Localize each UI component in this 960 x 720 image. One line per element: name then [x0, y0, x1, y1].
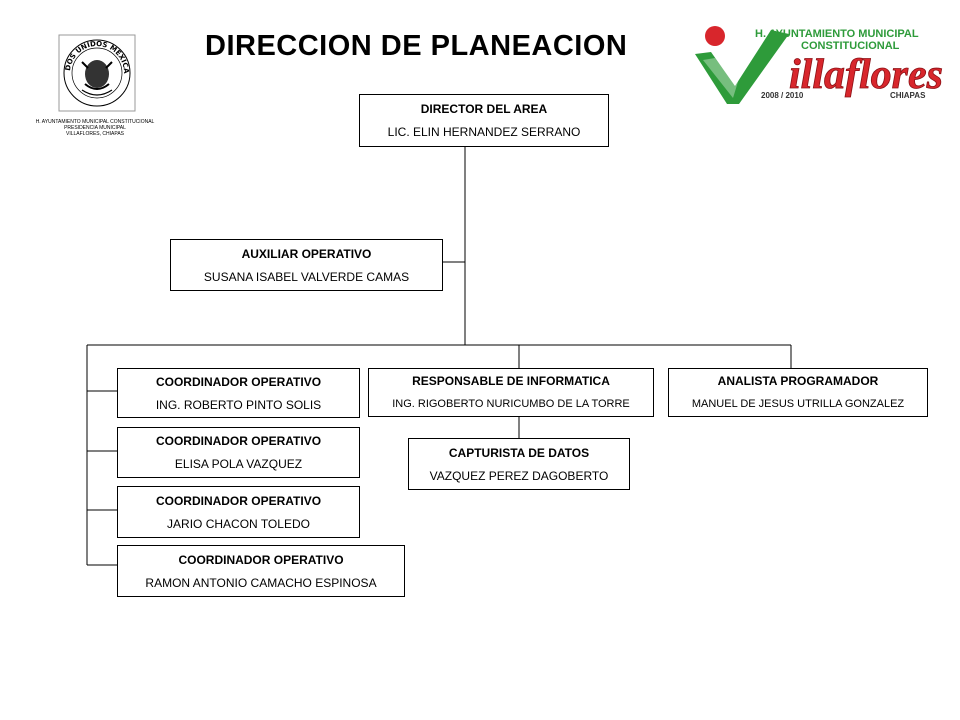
- org-box-informatica: RESPONSABLE DE INFORMATICA ING. RIGOBERT…: [368, 368, 654, 417]
- box-title: COORDINADOR OPERATIVO: [155, 493, 322, 508]
- org-box-coordinator: COORDINADOR OPERATIVO RAMON ANTONIO CAMA…: [117, 545, 405, 597]
- box-title: COORDINADOR OPERATIVO: [155, 374, 322, 389]
- box-title: COORDINADOR OPERATIVO: [155, 434, 322, 448]
- seal-caption-line: H. AYUNTAMIENTO MUNICIPAL CONSTITUCIONAL: [35, 119, 155, 125]
- org-box-director: DIRECTOR DEL AREA LIC. ELIN HERNANDEZ SE…: [359, 94, 609, 147]
- svg-text:CONSTITUCIONAL: CONSTITUCIONAL: [801, 40, 900, 52]
- box-name: ELISA POLA VAZQUEZ: [174, 457, 303, 471]
- org-box-coordinator: COORDINADOR OPERATIVO ING. ROBERTO PINTO…: [117, 368, 360, 418]
- page-title: DIRECCION DE PLANEACION: [205, 30, 628, 62]
- box-title: COORDINADOR OPERATIVO: [178, 552, 344, 567]
- villaflores-municipal-logo: H. AYUNTAMIENTO MUNICIPAL CONSTITUCIONAL…: [695, 26, 943, 104]
- svg-text:H. AYUNTAMIENTO MUNICIPAL: H. AYUNTAMIENTO MUNICIPAL: [755, 28, 919, 40]
- org-box-analista: ANALISTA PROGRAMADOR MANUEL DE JESUS UTR…: [668, 368, 928, 417]
- org-box-auxiliar: AUXILIAR OPERATIVO SUSANA ISABEL VALVERD…: [170, 239, 443, 291]
- box-name: LIC. ELIN HERNANDEZ SERRANO: [387, 125, 581, 139]
- box-name: RAMON ANTONIO CAMACHO ESPINOSA: [145, 575, 377, 590]
- seal-caption-line: PRESIDENCIA MUNICIPAL: [64, 125, 126, 131]
- box-name: ING. RIGOBERTO NURICUMBO DE LA TORRE: [392, 398, 630, 410]
- box-title: CAPTURISTA DE DATOS: [448, 445, 590, 460]
- seal-caption: H. AYUNTAMIENTO MUNICIPAL CONSTITUCIONAL…: [20, 119, 170, 137]
- box-name: ING. ROBERTO PINTO SOLIS: [155, 397, 322, 412]
- box-title: AUXILIAR OPERATIVO: [241, 246, 372, 261]
- svg-text:2008 / 2010: 2008 / 2010: [761, 91, 804, 100]
- svg-text:illaflores: illaflores: [789, 52, 943, 98]
- box-name: MANUEL DE JESUS UTRILLA GONZALEZ: [691, 398, 905, 410]
- org-box-coordinator: COORDINADOR OPERATIVO ELISA POLA VAZQUEZ: [117, 427, 360, 478]
- box-title: RESPONSABLE DE INFORMATICA: [412, 374, 610, 388]
- mexican-coat-of-arms-seal: ESTADOS UNIDOS MEXICANOS: [58, 34, 136, 112]
- box-title: DIRECTOR DEL AREA: [420, 102, 548, 116]
- box-name: JARIO CHACON TOLEDO: [167, 516, 310, 531]
- box-name: SUSANA ISABEL VALVERDE CAMAS: [203, 269, 410, 284]
- box-title: ANALISTA PROGRAMADOR: [717, 374, 879, 388]
- seal-caption-line: VILLAFLORES, CHIAPAS: [66, 131, 124, 137]
- box-name: VAZQUEZ PEREZ DAGOBERTO: [429, 468, 609, 483]
- org-box-capturista: CAPTURISTA DE DATOS VAZQUEZ PEREZ DAGOBE…: [408, 438, 630, 490]
- org-box-coordinator: COORDINADOR OPERATIVO JARIO CHACON TOLED…: [117, 486, 360, 538]
- svg-text:CHIAPAS: CHIAPAS: [890, 91, 926, 100]
